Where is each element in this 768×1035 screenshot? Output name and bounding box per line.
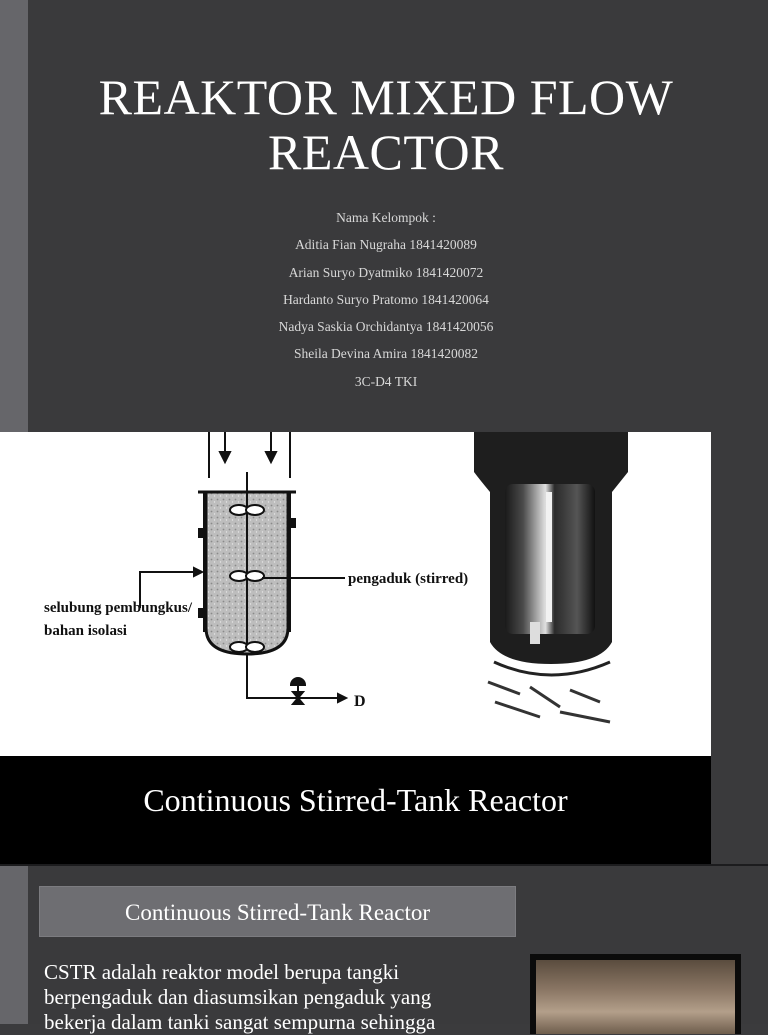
section-heading-box: Continuous Stirred-Tank Reactor (39, 886, 516, 937)
description-slide: Continuous Stirred-Tank Reactor CSTR ada… (0, 866, 768, 1034)
stirrer (229, 472, 265, 653)
description-line: CSTR adalah reaktor model berupa tangki (44, 960, 400, 984)
class-label: 3C-D4 TKI (354, 373, 418, 389)
accent-strip (0, 0, 28, 432)
diagram-slide: selubung pembungkus/ bahan isolasi penga… (0, 432, 768, 864)
outlet-pipe (246, 654, 349, 705)
member-name: Sheila Devina Amira 1841420082 (293, 346, 479, 362)
inlet-pipes (208, 432, 291, 478)
stirrer-label: pengaduk (stirred) (348, 571, 468, 587)
diagram-caption: Continuous Stirred-Tank Reactor (143, 782, 568, 818)
jacket-label: selubung pembungkus/ (44, 600, 193, 616)
cstr-diagram-image: selubung pembungkus/ bahan isolasi penga… (0, 432, 711, 756)
members-heading: Nama Kelompok : (336, 210, 436, 225)
section-heading: Continuous Stirred-Tank Reactor (125, 900, 430, 925)
member-name: Aditia Fian Nugraha 1841420089 (295, 237, 477, 253)
outlet-label: D (354, 693, 366, 710)
slide-divider (0, 864, 768, 866)
cstr-photo-image (536, 960, 735, 1034)
title-line-1: REAKTOR MIXED FLOW (98, 69, 674, 125)
caption-bar: Continuous Stirred-Tank Reactor (0, 756, 711, 864)
description-line: berpengaduk dan diasumsikan pengaduk yan… (44, 985, 432, 1009)
cstr-photo (530, 954, 741, 1034)
jacket-label-2: bahan isolasi (44, 623, 127, 639)
accent-strip (0, 866, 28, 1024)
reactor-photo (474, 432, 628, 732)
group-members: Nama Kelompok : Aditia Fian Nugraha 1841… (28, 208, 744, 399)
cstr-diagram: selubung pembungkus/ bahan isolasi penga… (44, 432, 628, 732)
annotation-lines (139, 566, 345, 608)
description-line: bekerja dalam tanki sangat sempurna sehi… (44, 1010, 436, 1034)
member-name: Arian Suryo Dyatmiko 1841420072 (288, 264, 484, 280)
member-name: Hardanto Suryo Pratomo 1841420064 (283, 291, 489, 307)
slide-title: REAKTOR MIXED FLOW REACTOR (28, 70, 744, 180)
member-name: Nadya Saskia Orchidantya 1841420056 (278, 319, 494, 335)
title-line-2: REACTOR (268, 124, 504, 180)
title-slide: REAKTOR MIXED FLOW REACTOR Nama Kelompok… (0, 0, 768, 432)
